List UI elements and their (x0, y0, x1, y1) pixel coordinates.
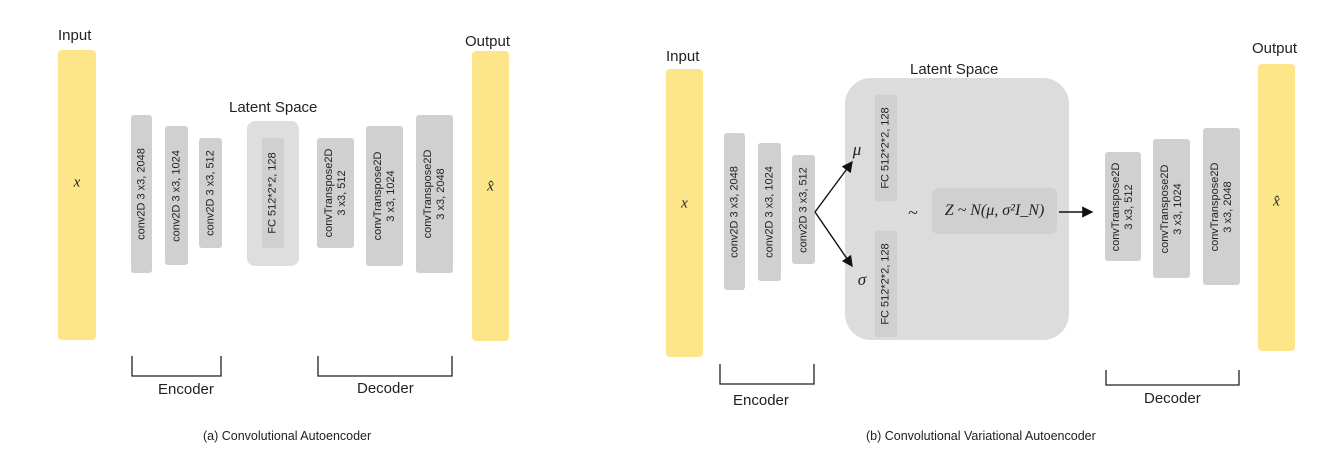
encoder-block-label: conv2D 3 x3, 1024 (170, 149, 182, 242)
sigma-symbol: σ (857, 270, 867, 289)
decoder-block-1: convTranspose2D 3 x3, 512 (317, 138, 354, 248)
fc-sigma-block: FC 512*2*2, 128 (875, 231, 897, 337)
decoder-brace (317, 356, 453, 377)
output-label: Output (1252, 40, 1298, 57)
latent-space-title: Latent Space (229, 99, 318, 116)
encoder-block-label: conv2D 3 x3, 2048 (728, 165, 740, 258)
decoder-block-label: convTranspose2D 3 x3, 1024 (1158, 164, 1184, 253)
encoder-block-1: conv2D 3 x3, 2048 (131, 115, 152, 273)
encoder-label: Encoder (733, 392, 789, 409)
decoder-block-label: convTranspose2D 3 x3, 2048 (1208, 162, 1234, 251)
decoder-label: Decoder (1144, 390, 1201, 407)
output-label: Output (465, 33, 511, 50)
arrow-to-sigma (814, 211, 853, 268)
encoder-brace (131, 356, 222, 377)
input-label: Input (666, 48, 700, 65)
mu-symbol: μ (852, 140, 862, 159)
decoder-block-label: convTranspose2D 3 x3, 2048 (421, 149, 447, 239)
input-symbol: x (73, 174, 81, 191)
encoder-block-label: conv2D 3 x3, 2048 (135, 148, 147, 240)
encoder-block-2: conv2D 3 x3, 1024 (758, 143, 781, 281)
decoder-block-3: convTranspose2D 3 x3, 2048 (416, 115, 453, 273)
decoder-block-label: convTranspose2D 3 x3, 512 (1110, 162, 1135, 251)
output-block: x̂ (1258, 64, 1295, 351)
output-symbol: x̂ (1273, 193, 1280, 210)
left-braces (131, 356, 453, 377)
fc-mu-block: FC 512*2*2, 128 (875, 95, 897, 201)
sampling-box: Z ~ N(μ, σ²I_N) (932, 188, 1057, 234)
encoder-block-3: conv2D 3 x3, 512 (792, 155, 815, 264)
input-symbol: x (681, 195, 688, 212)
encoder-block-label: conv2D 3 x3, 1024 (763, 166, 775, 258)
input-label: Input (58, 27, 92, 44)
decoder-block-2: convTranspose2D 3 x3, 1024 (366, 126, 403, 266)
output-symbol: x̂ (487, 178, 494, 195)
input-block: x (58, 50, 96, 340)
caption: (b) Convolutional Variational Autoencode… (866, 429, 1096, 443)
encoder-block-2: conv2D 3 x3, 1024 (165, 126, 188, 265)
decoder-block-1: convTranspose2D 3 x3, 512 (1105, 152, 1141, 261)
right-braces (719, 364, 1240, 386)
caption: (a) Convolutional Autoencoder (203, 429, 372, 443)
encoder-block-label: conv2D 3 x3, 512 (797, 166, 809, 253)
encoder-brace (719, 364, 815, 385)
decoder-block-label: convTranspose2D 3 x3, 1024 (371, 151, 397, 241)
decoder-block-3: convTranspose2D 3 x3, 2048 (1203, 128, 1240, 285)
latent-fc-label: FC 512*2*2, 128 (266, 152, 279, 234)
latent-space-box: FC 512*2*2, 128 FC 512*2*2, 128 Z ~ N(μ,… (845, 78, 1069, 340)
latent-fc-block: FC 512*2*2, 128 (262, 138, 284, 248)
encoder-label: Encoder (158, 381, 214, 398)
latent-space-title: Latent Space (910, 61, 999, 78)
sampling-formula: Z ~ N(μ, σ²I_N) (944, 202, 1045, 219)
decoder-label: Decoder (357, 380, 414, 397)
decoder-block-label: convTranspose2D 3 x3, 512 (322, 148, 348, 238)
input-block: x (666, 69, 703, 357)
decoder-brace (1105, 370, 1240, 386)
encoder-block-3: conv2D 3 x3, 512 (199, 138, 222, 248)
latent-arrows (814, 160, 1094, 268)
encoder-block-1: conv2D 3 x3, 2048 (724, 133, 745, 290)
arrow-to-mu (814, 160, 853, 213)
encoder-block-label: conv2D 3 x3, 512 (204, 150, 216, 236)
output-block: x̂ (472, 51, 509, 341)
decoder-block-2: convTranspose2D 3 x3, 1024 (1153, 139, 1190, 278)
tilde-symbol: ~ (908, 202, 918, 223)
latent-space-box: FC 512*2*2, 128 (247, 121, 299, 266)
